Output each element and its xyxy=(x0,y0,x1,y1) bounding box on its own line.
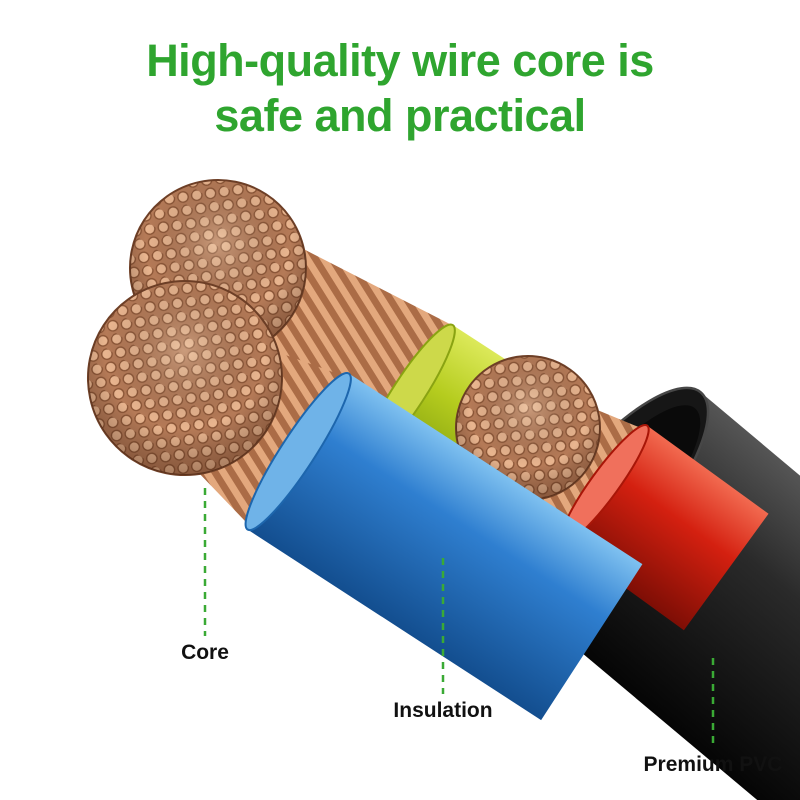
blue-wire-insulation-cut-face xyxy=(244,371,352,532)
premium-pvc-label: Premium PVC xyxy=(643,753,783,776)
blue-wire-copper-core-shade xyxy=(87,281,282,475)
core-label: Core xyxy=(181,641,229,664)
blue-wire-insulation xyxy=(247,373,643,721)
blue-wire xyxy=(86,280,643,721)
insulation-label: Insulation xyxy=(393,699,493,722)
page-title: High-quality wire core is safe and pract… xyxy=(0,34,800,144)
page-title-line2: safe and practical xyxy=(214,89,586,141)
red-wire-copper-core-shade xyxy=(456,356,600,500)
page-title-line1: High-quality wire core is xyxy=(146,35,654,86)
